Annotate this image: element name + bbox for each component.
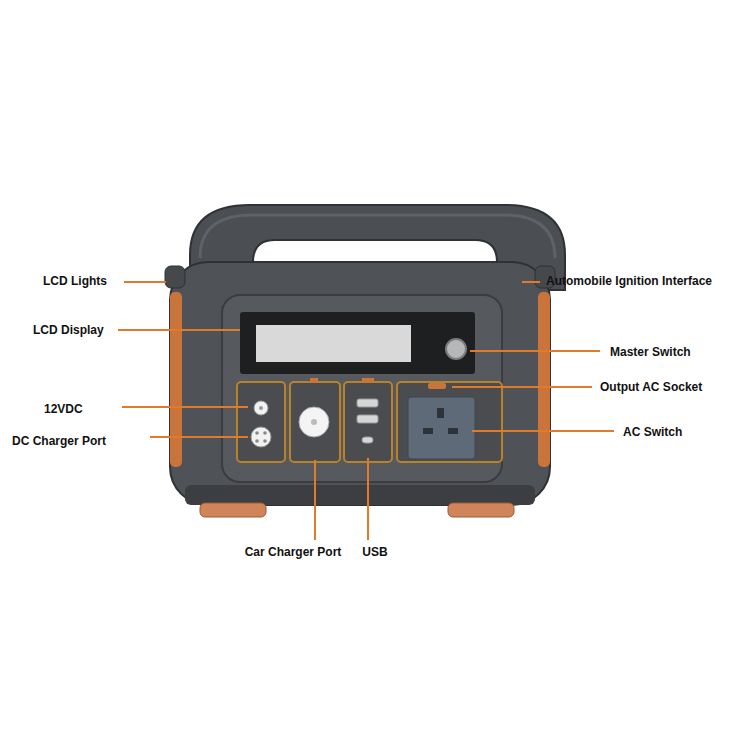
leader-line <box>150 436 248 438</box>
handle-highlight <box>200 215 555 258</box>
indicator <box>362 378 374 383</box>
leader-line <box>118 329 240 331</box>
car-panel <box>290 382 340 462</box>
lcd-light-knob <box>165 266 185 288</box>
car-charger-port <box>299 407 329 437</box>
leader-line <box>314 460 316 540</box>
usb-c-port <box>362 437 373 443</box>
callout-label: Car Charger Port <box>245 545 342 559</box>
callout-label: USB <box>362 545 387 559</box>
ac-switch-button <box>428 383 446 389</box>
callout-label: LCD Lights <box>43 274 107 288</box>
leader-line <box>522 281 540 283</box>
callout-label: AC Switch <box>623 425 682 439</box>
callout-label: Output AC Socket <box>600 380 702 394</box>
usb-a-port <box>357 415 378 423</box>
foot-left <box>200 503 266 517</box>
callout-label: DC Charger Port <box>12 434 106 448</box>
socket-pin <box>423 428 433 434</box>
callout-label: Master Switch <box>610 345 691 359</box>
usb-a-port <box>357 399 378 407</box>
leader-lines <box>118 282 614 540</box>
lcd-display <box>256 325 411 362</box>
foot-right <box>448 503 514 517</box>
leader-line <box>124 281 166 283</box>
pin <box>255 439 259 443</box>
master-switch <box>446 339 466 359</box>
housing <box>170 262 550 505</box>
dc-12v-port <box>254 401 268 415</box>
pin <box>259 406 263 410</box>
ac-socket <box>408 397 475 459</box>
ac-panel <box>397 382 502 462</box>
leader-line <box>367 458 369 540</box>
pin <box>255 431 259 435</box>
socket-pin <box>448 428 458 434</box>
leader-line <box>470 350 600 352</box>
side-light-right <box>538 292 550 467</box>
pin <box>263 431 267 435</box>
pin <box>311 419 317 425</box>
socket-pin <box>437 408 444 418</box>
dc-panel <box>237 382 285 462</box>
indicator <box>310 378 318 383</box>
pin <box>263 439 267 443</box>
leader-line <box>452 386 592 388</box>
callout-label: LCD Display <box>33 323 104 337</box>
lcd-bezel <box>240 312 475 374</box>
callout-label: 12VDC <box>44 402 83 416</box>
leader-line <box>472 430 614 432</box>
usb-panel <box>344 382 392 462</box>
callout-label: Automobile Ignition Interface <box>546 274 712 288</box>
dc-charger-port <box>251 427 271 447</box>
front-panel <box>222 295 502 482</box>
base <box>185 485 535 505</box>
leader-line <box>122 406 248 408</box>
side-light-left <box>170 292 182 467</box>
